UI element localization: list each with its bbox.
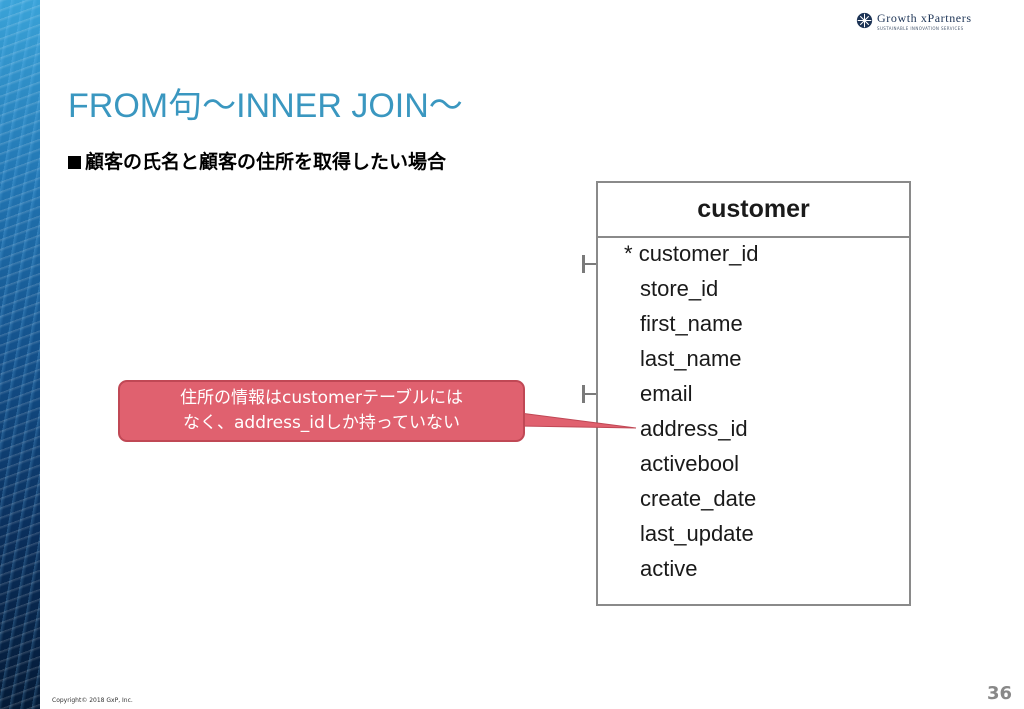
column-first-name: first_name bbox=[640, 311, 743, 336]
ocean-decoration-strip bbox=[0, 0, 40, 709]
logo-tagline: SUSTAINABLE INNOVATION SERVICES bbox=[877, 26, 964, 31]
callout-line-1: 住所の情報はcustomerテーブルには bbox=[179, 388, 464, 408]
slide-subtitle: 顧客の氏名と顧客の住所を取得したい場合 bbox=[68, 147, 446, 174]
company-logo: Growth xPartners SUSTAINABLE INNOVATION … bbox=[856, 10, 998, 36]
relationship-marker-2-line bbox=[582, 393, 596, 395]
table-name: customer bbox=[598, 183, 909, 238]
column-activebool: activebool bbox=[640, 451, 740, 476]
column-email: email bbox=[640, 381, 693, 406]
square-bullet-icon bbox=[68, 156, 81, 169]
column-address-id: address_id bbox=[640, 416, 748, 441]
column-store-id: store_id bbox=[640, 276, 719, 301]
slide-title: FROM句～INNER JOIN～ bbox=[68, 87, 463, 125]
column-create-date: create_date bbox=[640, 486, 757, 511]
column-customer-id: * customer_id bbox=[624, 241, 759, 266]
callout-line-2: なく、address_idしか持っていない bbox=[183, 413, 460, 433]
column-active: active bbox=[640, 556, 698, 581]
copyright-notice: Copyright© 2018 GxP, Inc. bbox=[52, 697, 133, 704]
customer-table-entity: customer * customer_id store_id first_na… bbox=[596, 181, 911, 606]
logo-mark-icon bbox=[856, 12, 873, 29]
pk-marker: * bbox=[624, 241, 633, 266]
logo-text: Growth xPartners bbox=[877, 11, 972, 25]
subtitle-text: 顧客の氏名と顧客の住所を取得したい場合 bbox=[85, 151, 447, 173]
annotation-callout: 住所の情報はcustomerテーブルには なく、address_idしか持ってい… bbox=[118, 380, 525, 442]
page-number: 36 bbox=[986, 683, 1012, 704]
column-last-name: last_name bbox=[640, 346, 742, 371]
relationship-marker-1-line bbox=[582, 263, 596, 265]
column-last-update: last_update bbox=[640, 521, 754, 546]
